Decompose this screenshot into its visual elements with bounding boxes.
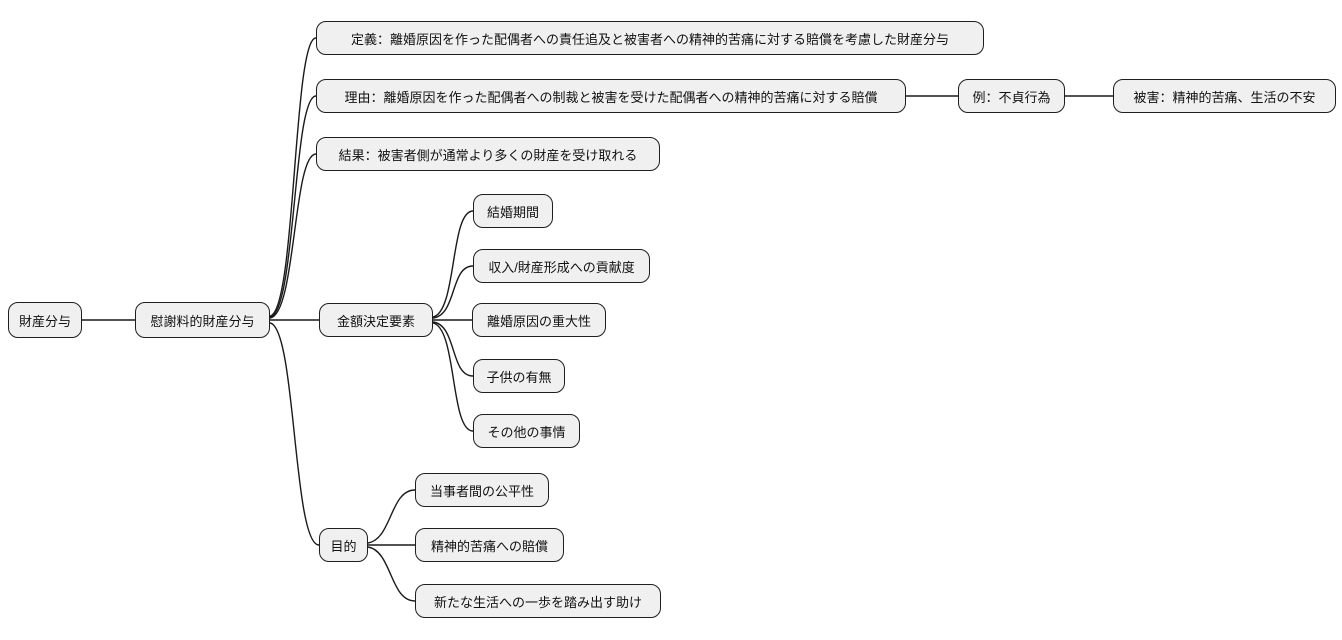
edge-consolation-reason: [269, 95, 317, 318]
node-amount-factors: 金額決定要素: [319, 303, 433, 337]
node-income-contribution: 収入/財産形成への貢献度: [473, 249, 650, 283]
edge-consolation-result: [269, 153, 317, 319]
edge-purpose-fairness: [367, 489, 416, 544]
edge-amount-other: [432, 322, 474, 432]
node-example-infidelity: 例：不貞行為: [958, 79, 1065, 113]
edge-consolation-purpose: [269, 322, 320, 546]
edge-amount-children: [432, 321, 474, 377]
node-consolation-property-division: 慰謝料的財産分与: [135, 302, 270, 338]
edge-purpose-newlife: [367, 546, 416, 602]
node-marriage-duration: 結婚期間: [473, 194, 553, 228]
node-new-life-support: 新たな生活への一歩を踏み出す助け: [415, 584, 661, 618]
node-other-circumstances: その他の事情: [473, 414, 580, 448]
node-property-division: 財産分与: [8, 302, 82, 338]
node-fairness: 当事者間の公平性: [415, 473, 549, 507]
node-definition: 定義：離婚原因を作った配偶者への責任追及と被害者への精神的苦痛に対する賠償を考慮…: [316, 21, 984, 55]
edge-amount-income: [432, 265, 474, 319]
node-children-presence: 子供の有無: [473, 359, 565, 393]
node-divorce-cause-severity: 離婚原因の重大性: [472, 303, 606, 337]
node-purpose: 目的: [319, 528, 368, 562]
node-mental-compensation: 精神的苦痛への賠償: [415, 528, 564, 562]
node-damage: 被害：精神的苦痛、生活の不安: [1113, 79, 1336, 113]
edge-amount-marriage: [432, 210, 474, 318]
node-reason: 理由：離婚原因を作った配偶者への制裁と被害を受けた配偶者への精神的苦痛に対する賠…: [316, 79, 906, 113]
edge-consolation-definition: [269, 37, 317, 317]
node-result: 結果：被害者側が通常より多くの財産を受け取れる: [316, 137, 660, 171]
